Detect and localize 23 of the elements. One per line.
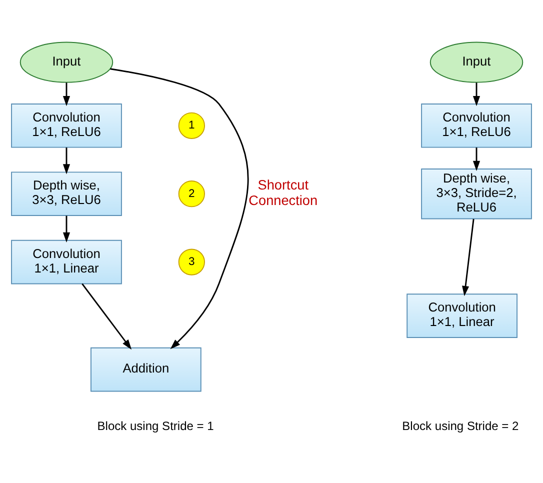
node-box: Convolution 1×1, Linear bbox=[11, 239, 122, 284]
arrow bbox=[62, 215, 70, 242]
label: Block using Stride = 2 bbox=[402, 418, 519, 433]
edge-label: Shortcut Connection bbox=[248, 177, 318, 208]
arrow bbox=[462, 218, 474, 296]
node-circle: 1 bbox=[178, 112, 205, 138]
node-box: Depth wise, 3×3, ReLU6 bbox=[11, 171, 122, 216]
arrow bbox=[82, 282, 132, 350]
arrow bbox=[62, 82, 70, 106]
node-ellipse: Input bbox=[20, 41, 114, 82]
node-circle: 3 bbox=[178, 248, 205, 275]
label: Block using Stride = 1 bbox=[97, 418, 214, 433]
arrow bbox=[472, 82, 480, 106]
node-box: Convolution 1×1, ReLU6 bbox=[421, 103, 532, 148]
node-box: Convolution 1×1, ReLU6 bbox=[11, 103, 122, 148]
node-box: Convolution 1×1, Linear bbox=[406, 293, 518, 338]
node-ellipse: Input bbox=[430, 41, 524, 82]
arrow bbox=[62, 147, 70, 174]
arrow bbox=[472, 147, 480, 171]
node-circle: 2 bbox=[178, 180, 205, 207]
arrow bbox=[110, 68, 249, 349]
node-box: Addition bbox=[90, 346, 202, 392]
node-box: Depth wise, 3×3, Stride=2, ReLU6 bbox=[421, 168, 532, 219]
